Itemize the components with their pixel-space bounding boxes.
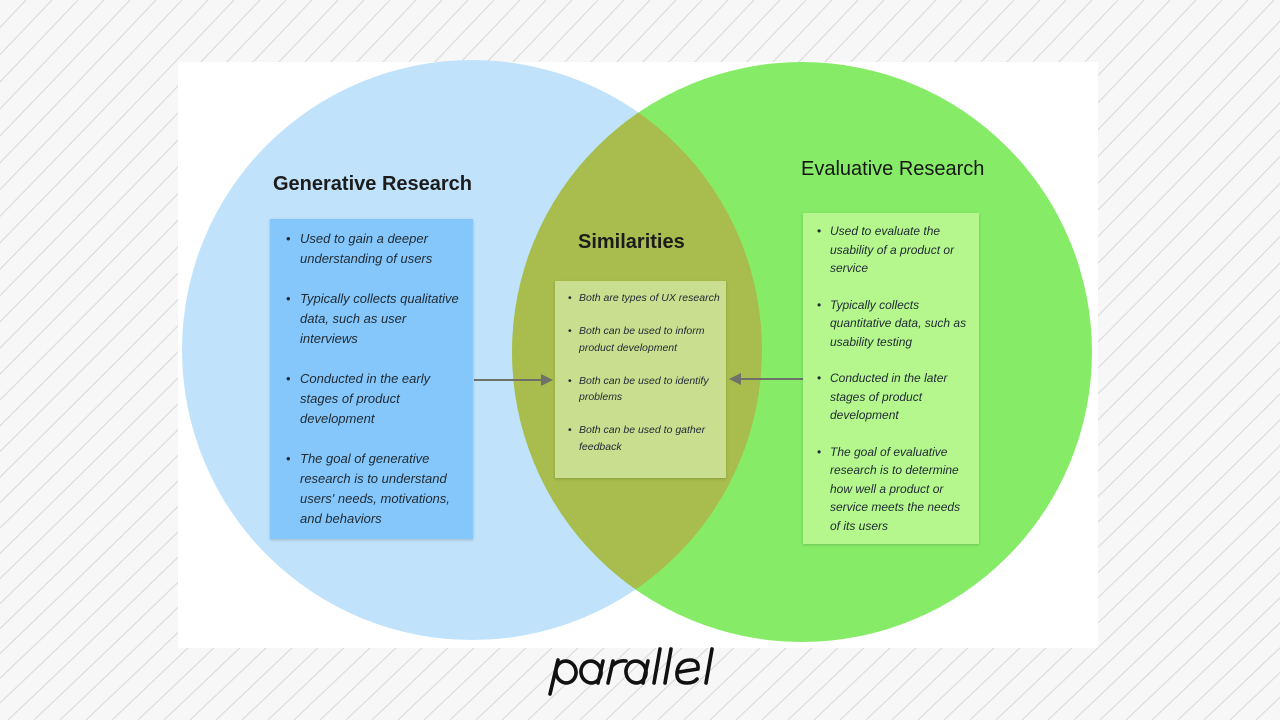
generative-title: Generative Research xyxy=(273,173,473,195)
left-arrow xyxy=(474,374,553,386)
evaluative-item: Typically collects quantitative data, su… xyxy=(817,296,971,352)
similarities-item: Both can be used to inform product devel… xyxy=(568,323,720,356)
generative-item: Typically collects qualitative data, suc… xyxy=(286,289,461,349)
similarities-title: Similarities xyxy=(578,231,685,253)
evaluative-item: Conducted in the later stages of product… xyxy=(817,369,971,425)
overlap-region xyxy=(512,62,762,640)
evaluative-note: Used to evaluate the usability of a prod… xyxy=(803,213,979,544)
generative-list: Used to gain a deeper understanding of u… xyxy=(270,219,473,529)
similarities-item: Both can be used to gather feedback xyxy=(568,422,720,455)
generative-item: The goal of generative research is to un… xyxy=(286,449,461,529)
similarities-item: Both are types of UX research xyxy=(568,290,720,307)
generative-item: Conducted in the early stages of product… xyxy=(286,369,461,429)
evaluative-title: Evaluative Research xyxy=(801,158,985,180)
evaluative-list: Used to evaluate the usability of a prod… xyxy=(803,213,979,535)
right-arrow xyxy=(729,373,803,385)
parallel-logo-icon xyxy=(548,647,714,696)
generative-item: Used to gain a deeper understanding of u… xyxy=(286,229,461,269)
similarities-list: Both are types of UX research Both can b… xyxy=(555,281,726,455)
evaluative-item: The goal of evaluative research is to de… xyxy=(817,443,971,536)
similarities-item: Both can be used to identify problems xyxy=(568,373,720,406)
evaluative-item: Used to evaluate the usability of a prod… xyxy=(817,222,971,278)
generative-note: Used to gain a deeper understanding of u… xyxy=(270,219,473,539)
similarities-note: Both are types of UX research Both can b… xyxy=(555,281,726,478)
